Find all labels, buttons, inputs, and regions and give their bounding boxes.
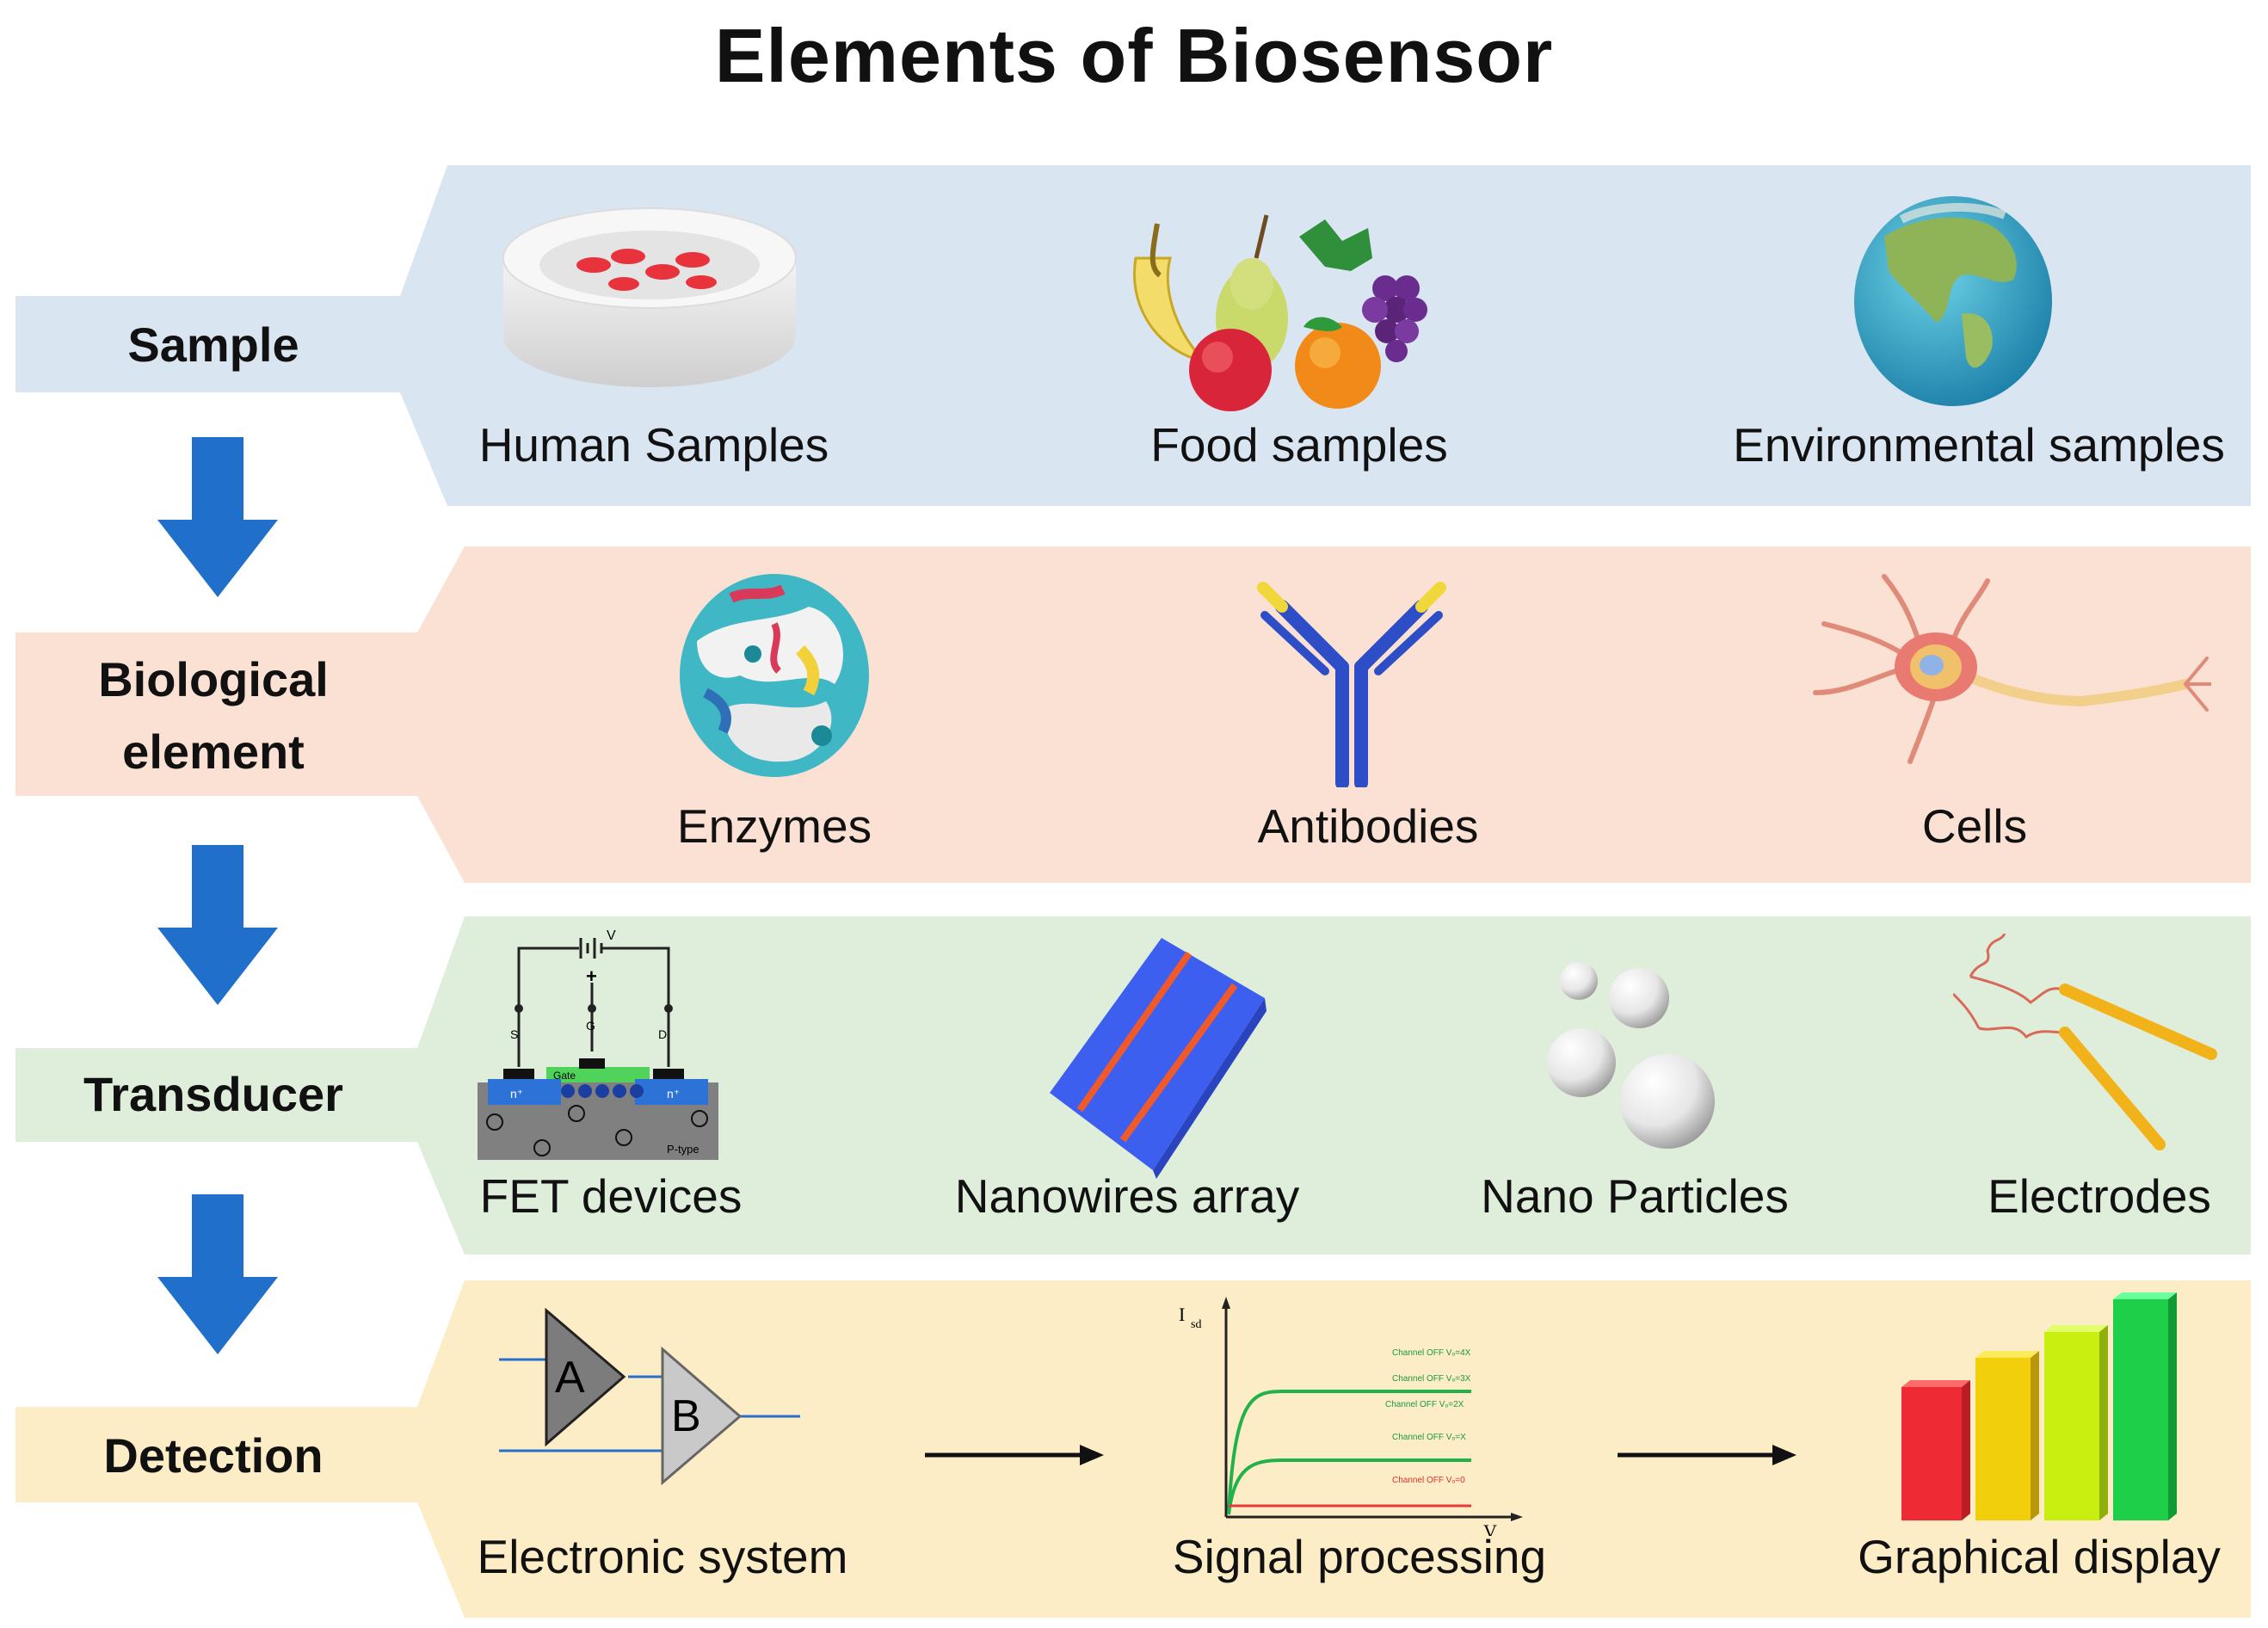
stage-label-biological-element: Biological element <box>15 644 411 788</box>
item-label: Electronic system <box>477 1530 848 1583</box>
stage-label-line: Biological <box>98 652 329 706</box>
curve-label: Channel OFF Vₒ=2X <box>1385 1400 1464 1409</box>
item-label: Graphical display <box>1858 1530 2221 1583</box>
enzyme-icon <box>680 574 869 777</box>
fet-label-ptype: P-type <box>667 1143 700 1156</box>
globe-icon <box>1854 196 2052 406</box>
petri-dish-icon <box>502 207 797 387</box>
right-arrow-icon <box>1618 1445 1797 1465</box>
fet-label-v: V <box>607 928 616 943</box>
stage-label-line: Detection <box>103 1428 324 1483</box>
down-arrow-icon <box>157 1194 278 1354</box>
stage-label-detection: Detection <box>15 1420 411 1492</box>
item-label: Electrodes <box>1988 1169 2211 1223</box>
item-label: Environmental samples <box>1733 418 2225 472</box>
amplifier-label-a: A <box>555 1353 585 1403</box>
item-label: Enzymes <box>676 799 872 853</box>
fruits-icon <box>1133 214 1427 411</box>
item-label: Antibodies <box>1257 799 1479 853</box>
electrodes-icon <box>1953 934 2217 1150</box>
curve-label: Channel OFF Vₒ=3X <box>1392 1374 1471 1384</box>
stage-label-line: element <box>122 725 305 779</box>
iv-graph-icon: I sd V sd Channel OFF Vₒ=4X Channel OFF … <box>1179 1297 1523 1536</box>
fet-device-icon: V S G D + Gate n⁺ n⁺ P-type <box>478 928 718 1160</box>
curve-label: Channel OFF Vₒ=X <box>1392 1433 1466 1442</box>
item-label: FET devices <box>479 1169 743 1223</box>
down-arrow-icon <box>157 845 278 1005</box>
y-axis-sub: sd <box>1191 1318 1201 1331</box>
curve-label: Channel OFF Vₒ=0 <box>1392 1476 1465 1485</box>
bar-display-icon <box>1901 1292 2177 1520</box>
x-axis-label: V <box>1483 1520 1497 1536</box>
item-label: Nanowires array <box>954 1169 1300 1223</box>
stage-label-sample: Sample <box>15 309 411 381</box>
amplifier-icon: A B <box>499 1307 800 1486</box>
fet-label-nplus: n⁺ <box>510 1087 523 1101</box>
amplifier-label-b: B <box>671 1391 701 1441</box>
nanowires-icon <box>1050 938 1267 1179</box>
fet-label-g: G <box>586 1019 595 1033</box>
item-label: Cells <box>1921 799 2028 853</box>
stage-label-transducer: Transducer <box>15 1058 411 1131</box>
fet-label-nplus: n⁺ <box>667 1087 680 1101</box>
nanoparticles-icon <box>1547 962 1715 1149</box>
neuron-cell-icon <box>1813 574 2211 764</box>
stage-label-line: Transducer <box>83 1067 343 1121</box>
fet-label-s: S <box>510 1027 518 1041</box>
item-label: Signal processing <box>1172 1530 1547 1583</box>
curve-label: Channel OFF Vₒ=4X <box>1392 1348 1471 1358</box>
antibody-icon <box>1257 582 1446 787</box>
item-label: Human Samples <box>478 418 829 472</box>
right-arrow-icon <box>925 1445 1104 1465</box>
item-label: Food samples <box>1150 418 1448 472</box>
diagram-title: Elements of Biosensor <box>714 13 1554 98</box>
fet-label-plus: + <box>586 965 597 987</box>
x-axis-sub: sd <box>1496 1535 1507 1536</box>
fet-label-gate: Gate <box>553 1070 576 1082</box>
item-label: Nano Particles <box>1481 1169 1789 1223</box>
y-axis-label: I <box>1179 1304 1185 1325</box>
fet-label-d: D <box>658 1027 667 1041</box>
stage-label-line: Sample <box>127 318 299 372</box>
down-arrow-icon <box>157 437 278 597</box>
